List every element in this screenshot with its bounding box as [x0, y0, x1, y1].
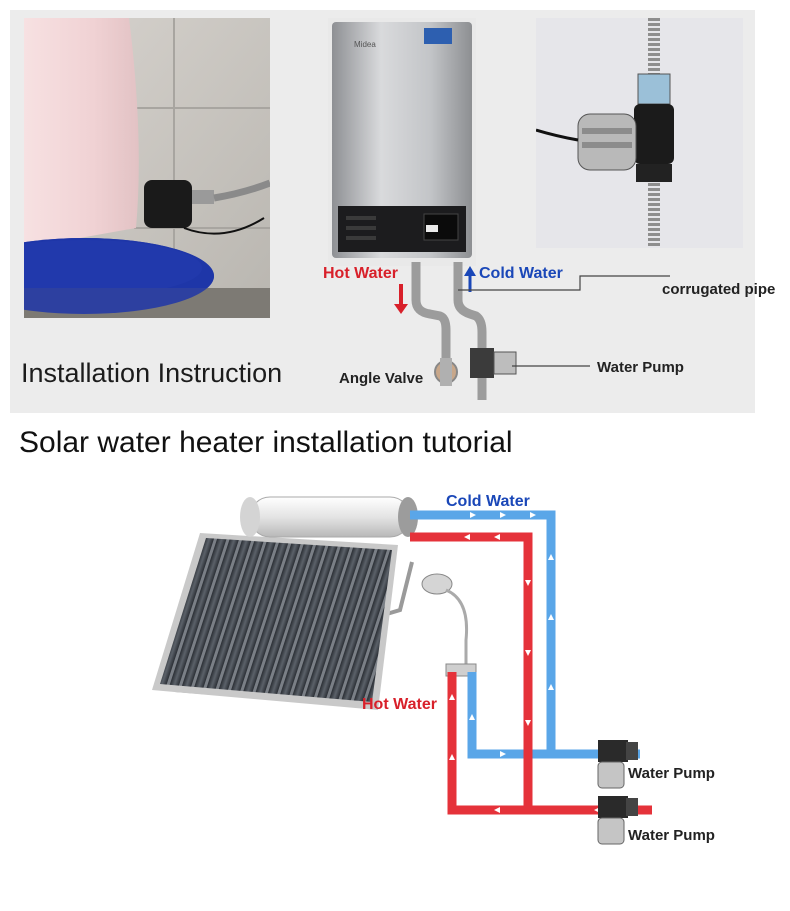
pump-closeup-photo [536, 18, 743, 248]
solar-hot-water-label: Hot Water [362, 696, 437, 713]
hot-water-label: Hot Water [323, 265, 398, 282]
heater-pipes [394, 262, 670, 400]
cold-water-label: Cold Water [479, 265, 563, 282]
solar-water-pump-label-1: Water Pump [628, 765, 715, 782]
solar-cold-water-label: Cold Water [446, 493, 530, 510]
tank-pump-photo [24, 18, 270, 318]
solar-water-pump-label-2: Water Pump [628, 827, 715, 844]
angle-valve-label: Angle Valve [339, 370, 424, 387]
corrugated-pipe-label: corrugated pipe [662, 281, 776, 298]
installation-title: Installation Instruction [21, 358, 283, 388]
heater-brand-text: Midea [354, 40, 376, 49]
solar-heater-diagram [152, 496, 652, 845]
water-heater-photo [328, 18, 476, 266]
tutorial-title: Solar water heater installation tutorial [19, 426, 513, 459]
water-pump-label: Water Pump [597, 359, 684, 376]
